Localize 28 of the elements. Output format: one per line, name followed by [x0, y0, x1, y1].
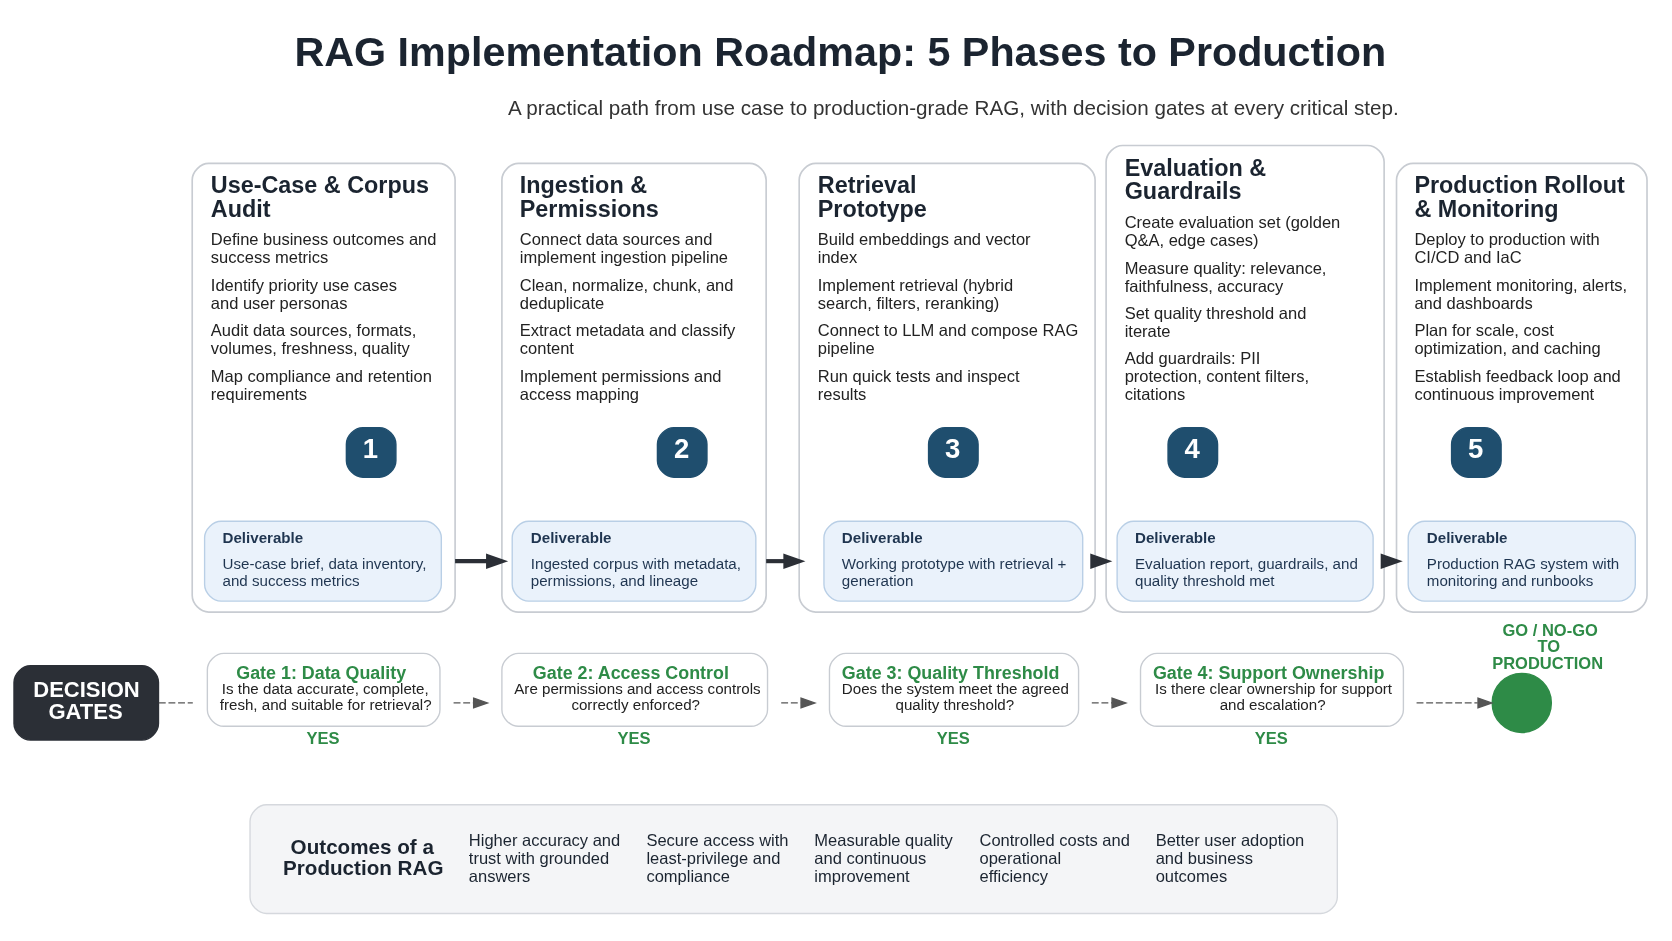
node-box: Deliverable Use-case brief, data inventory, and success metrics [203, 520, 442, 602]
node-box: Deliverable Ingested corpus with metadata, permissions, and lineage [511, 520, 757, 602]
node-label: YES [617, 728, 651, 747]
label: A practical path from use case to production-grade RAG, with decision gates at every critical step. [507, 95, 1399, 119]
arrow [1090, 552, 1113, 569]
node-box: Gate 2: Access Control Are permissions and access controls correctly enforced? [501, 652, 769, 727]
node-circle [1491, 672, 1553, 733]
node-box: Deliverable Working prototype with retrieval + generation [823, 520, 1084, 602]
node-box: Outcomes of a Production RAG Higher accuracy and trust with grounded answers Secure access with least-privilege and compliance Measurable quality and continuous improvement Controlled costs and operational efficiency Better user adoption and business outcomes [249, 803, 1338, 914]
arrow [1091, 696, 1128, 709]
arrow [766, 552, 806, 569]
diagram-title: RAG Implementation Roadmap: 5 Phases to Production [294, 28, 1387, 75]
node-box: Gate 4: Support Ownership Is there clear ownership for support and escalation? [1139, 652, 1405, 727]
node-box: Gate 1: Data Quality Is the data accurate, complete, fresh, and suitable for retrieval? [206, 652, 441, 727]
node-label: YES [306, 728, 340, 747]
node-label: YES [936, 728, 970, 747]
arrow [780, 696, 817, 709]
node-box: DECISION GATES [13, 664, 160, 741]
arrow [1380, 552, 1403, 569]
node-label: GO / NO-GO TO PRODUCTION [1492, 620, 1604, 672]
node-box: Deliverable Evaluation report, guardrails, and quality threshold met [1116, 520, 1374, 602]
arrow [1415, 696, 1494, 709]
connector [158, 701, 194, 704]
node-box: Gate 3: Quality Threshold Does the system meet the agreed quality threshold? [828, 652, 1080, 727]
arrow [452, 696, 490, 709]
node-label: YES [1254, 728, 1288, 747]
node-box: Deliverable Production RAG system with monitoring and runbooks [1407, 520, 1636, 602]
arrow [455, 552, 509, 569]
